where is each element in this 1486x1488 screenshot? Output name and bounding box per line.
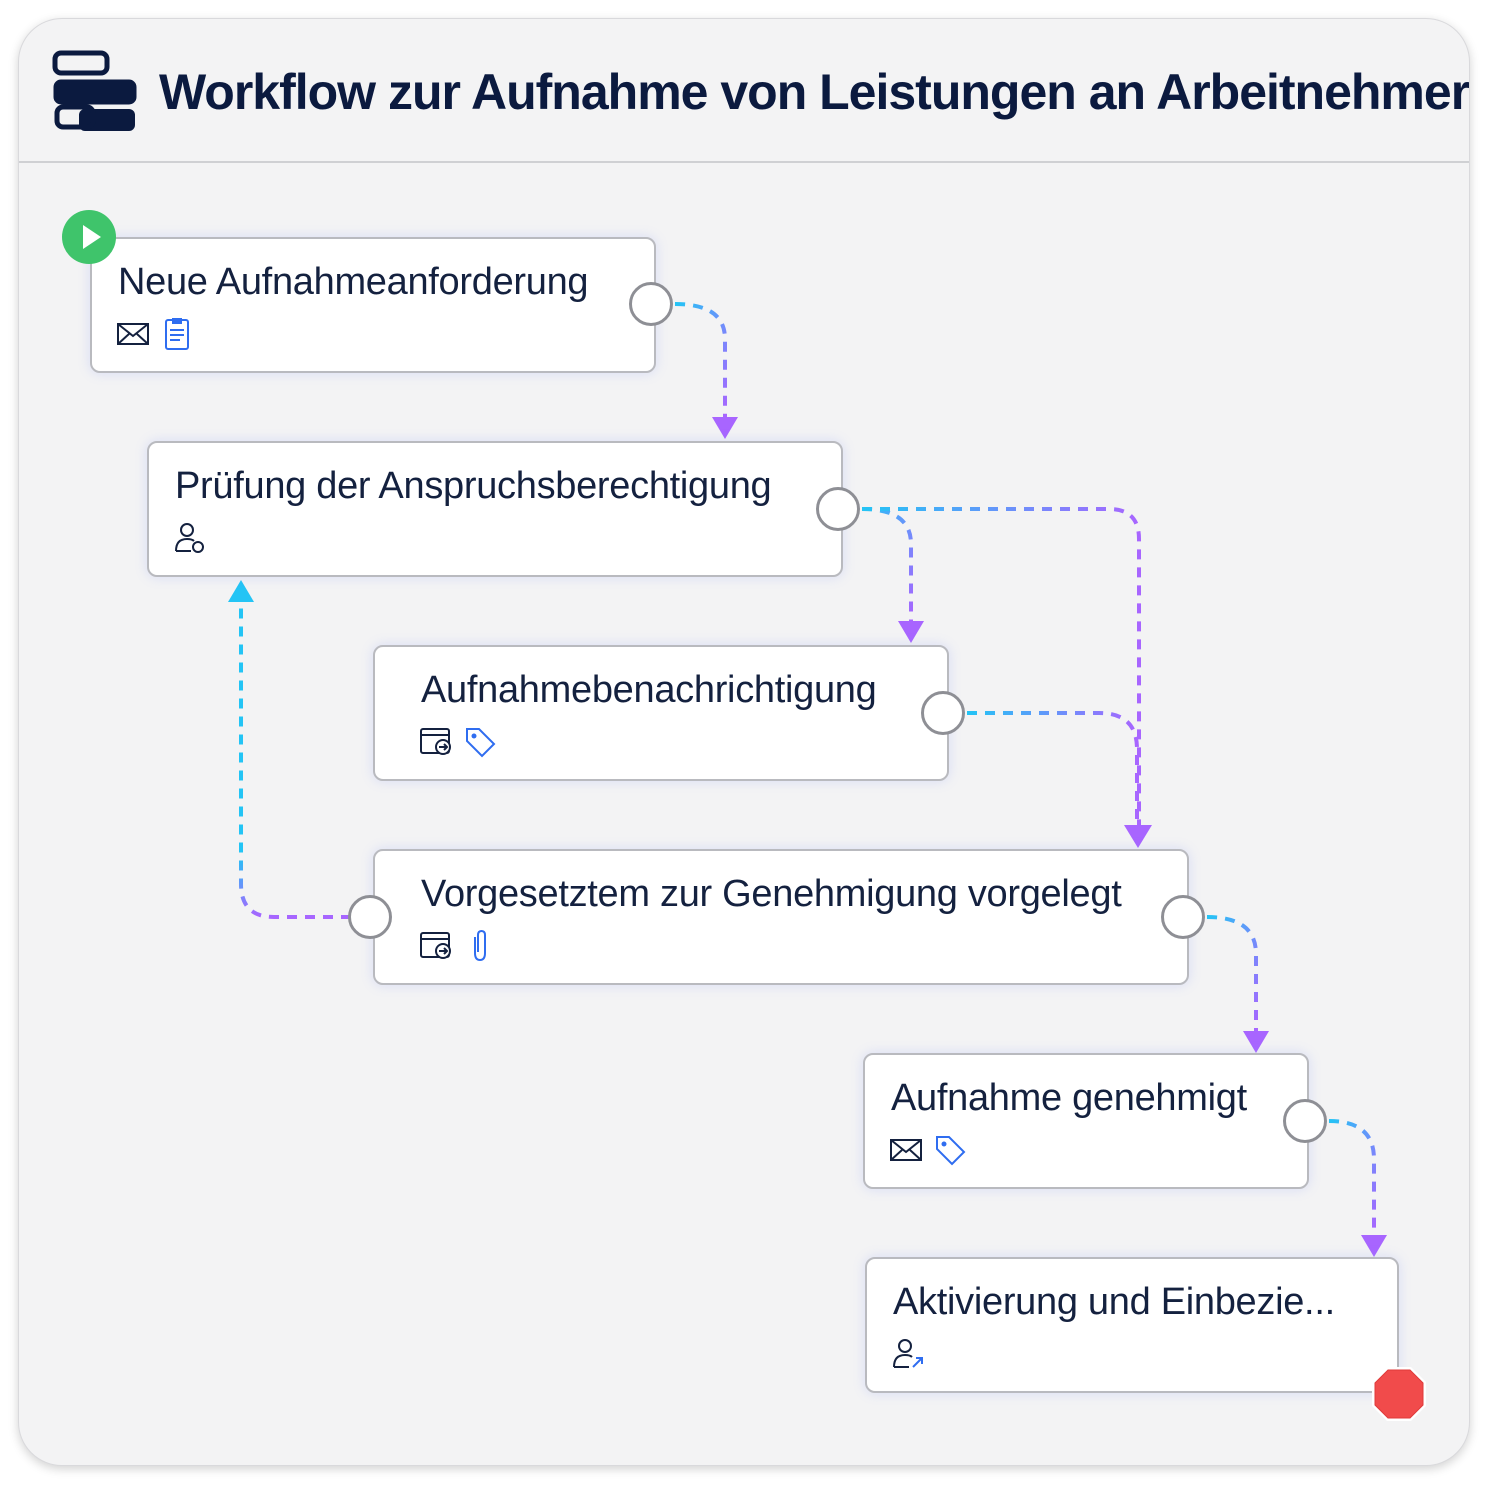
paperclip-icon <box>463 929 497 963</box>
tag-icon <box>463 725 497 759</box>
arrowhead <box>712 417 738 439</box>
connector-4-5 <box>1206 915 1258 1031</box>
mail-icon <box>116 317 150 351</box>
workflow-card: Workflow zur Aufnahme von Leistungen an … <box>18 18 1470 1466</box>
connector-3-4 <box>967 711 1139 827</box>
arrowhead <box>1124 825 1152 848</box>
user-refresh-icon <box>173 521 207 555</box>
workflow-step-neue-aufnahmeanforderung[interactable]: Neue Aufnahmeanforderung <box>90 237 656 373</box>
step-icons <box>116 317 194 351</box>
workflow-step-pruefung-anspruchsberechtigung[interactable]: Prüfung der Anspruchsberechtigung <box>147 441 843 577</box>
step-label: Prüfung der Anspruchsberechtigung <box>175 465 772 507</box>
workflow-step-aufnahme-genehmigt[interactable]: Aufnahme genehmigt <box>863 1053 1309 1189</box>
arrowhead <box>1361 1235 1387 1257</box>
step-icons <box>419 725 497 759</box>
connector-1-2 <box>674 302 727 417</box>
header: Workflow zur Aufnahme von Leistungen an … <box>19 19 1469 163</box>
step-icons <box>889 1133 967 1167</box>
output-port[interactable] <box>816 487 860 531</box>
clipboard-icon <box>160 317 194 351</box>
arrowhead <box>1243 1031 1269 1053</box>
step-label: Aktivierung und Einbezie... <box>893 1281 1335 1323</box>
step-label: Aufnahmebenachrichtigung <box>421 669 877 711</box>
step-label: Aufnahme genehmigt <box>891 1077 1247 1119</box>
connector-2-4 <box>862 507 1141 827</box>
input-port[interactable] <box>348 895 392 939</box>
step-icons <box>891 1337 925 1371</box>
workflow-step-vorgesetztem-genehmigung[interactable]: Vorgesetztem zur Genehmigung vorgelegt <box>373 849 1189 985</box>
output-port[interactable] <box>1283 1099 1327 1143</box>
step-label: Neue Aufnahmeanforderung <box>118 261 589 303</box>
window-send-icon <box>419 725 453 759</box>
output-port[interactable] <box>921 691 965 735</box>
connector-4-2 <box>239 602 351 919</box>
workflow-app-icon <box>52 50 137 131</box>
tag-icon <box>933 1133 967 1167</box>
connector-5-6 <box>1328 1119 1376 1235</box>
output-port[interactable] <box>629 282 673 326</box>
workflow-step-aufnahmebenachrichtigung[interactable]: Aufnahmebenachrichtigung <box>373 645 949 781</box>
output-port[interactable] <box>1161 895 1205 939</box>
page-title: Workflow zur Aufnahme von Leistungen an … <box>159 64 1470 120</box>
step-label: Vorgesetztem zur Genehmigung vorgelegt <box>421 873 1122 915</box>
start-marker <box>62 210 116 264</box>
step-icons <box>419 929 497 963</box>
connector-2-3 <box>861 507 913 621</box>
arrowhead <box>228 580 254 602</box>
connector-layer <box>228 302 1387 1257</box>
mail-icon <box>889 1133 923 1167</box>
play-icon <box>83 225 101 249</box>
window-send-icon <box>419 929 453 963</box>
arrowhead <box>898 621 924 643</box>
workflow-step-aktivierung[interactable]: Aktivierung und Einbezie... <box>865 1257 1399 1393</box>
step-icons <box>173 521 207 555</box>
user-arrow-icon <box>891 1337 925 1371</box>
stop-marker-icon <box>1372 1367 1426 1421</box>
